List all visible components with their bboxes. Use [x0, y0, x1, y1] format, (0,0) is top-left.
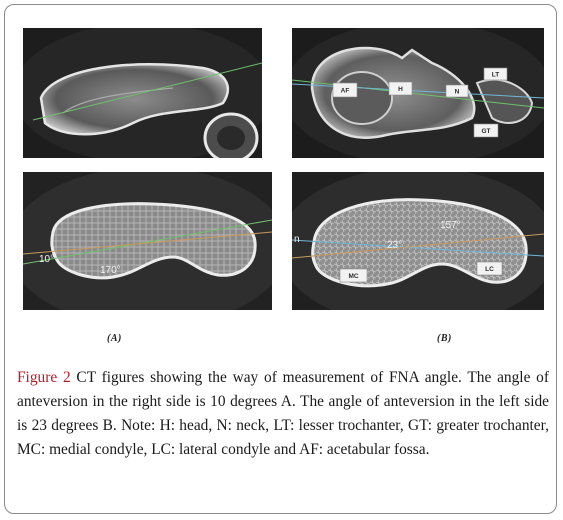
label-lc: LC	[476, 261, 503, 276]
figure-caption: Figure 2 CT figures showing the way of m…	[17, 366, 549, 462]
svg-text:H: H	[398, 86, 403, 93]
ct-image-right-hip	[23, 28, 262, 158]
ct-image-right-knee: 10° 170°	[23, 172, 272, 310]
label-gt: GT	[473, 123, 499, 138]
svg-text:AF: AF	[341, 88, 350, 95]
angle-10-degrees: 10°	[39, 254, 54, 265]
subfigure-label-b: (B)	[437, 333, 452, 344]
angle-157-degrees: 157°	[440, 220, 461, 231]
figure-frame	[4, 4, 557, 514]
svg-text:LC: LC	[485, 266, 494, 273]
figure-label: Figure 2	[17, 369, 71, 386]
svg-text:LT: LT	[492, 72, 499, 79]
svg-text:GT: GT	[481, 128, 490, 135]
svg-text:MC: MC	[348, 273, 358, 280]
label-af: AF	[332, 82, 358, 98]
caption-text: CT figures showing the way of measuremen…	[17, 369, 549, 458]
label-mc: MC	[339, 268, 368, 283]
label-lt: LT	[483, 67, 508, 81]
angle-23-degrees: 23°	[387, 240, 402, 251]
ct-image-left-knee: n 23° 157° MC LC	[292, 172, 544, 310]
ct-image-left-hip: AF H N LT GT	[292, 28, 544, 158]
edge-letter: n	[294, 234, 300, 245]
label-n: N	[445, 84, 469, 98]
label-h: H	[388, 81, 413, 96]
angle-170-degrees: 170°	[100, 265, 121, 276]
subfigure-label-a: (A)	[107, 333, 122, 344]
svg-text:N: N	[455, 89, 460, 96]
